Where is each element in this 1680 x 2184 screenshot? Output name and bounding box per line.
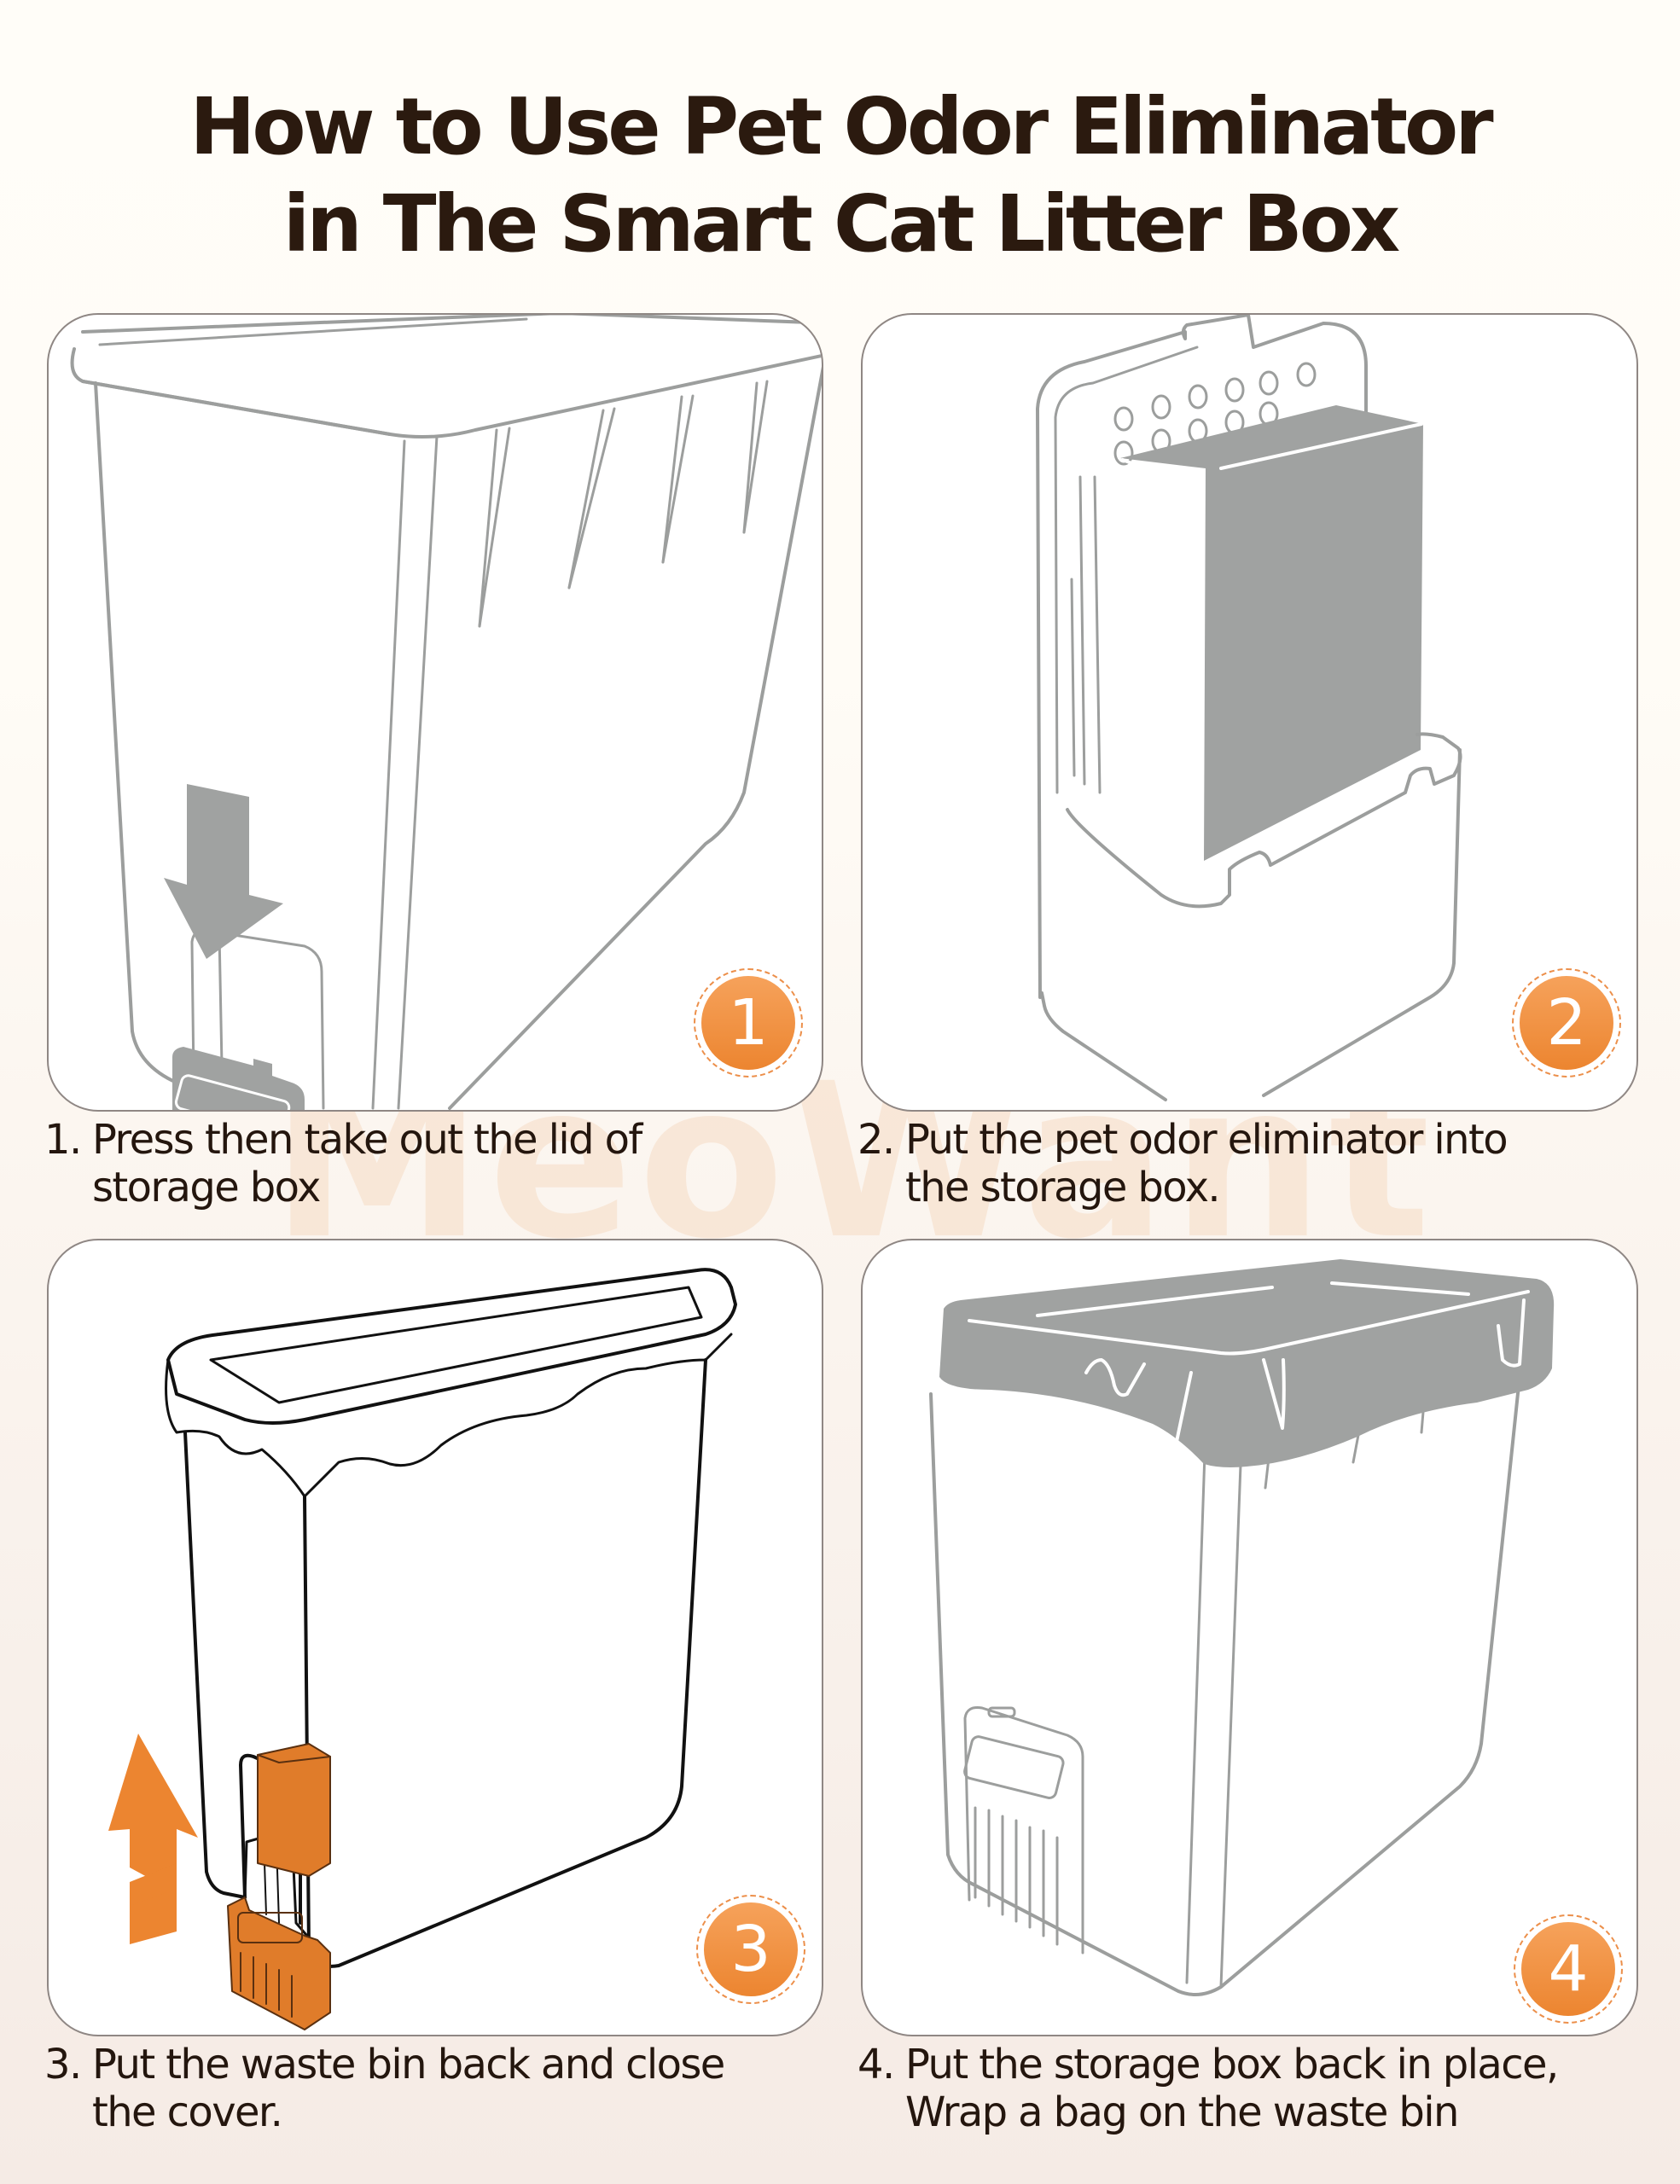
step-1-line-2: storage box	[92, 1164, 321, 1211]
step-1-caption: 1. Press then take out the lid of storag…	[44, 1116, 812, 1211]
storage-box-illustration	[1036, 315, 1462, 1101]
step-4-caption: 4. Put the storage box back in place, Wr…	[857, 2041, 1677, 2136]
step-2-badge: 2	[1512, 968, 1621, 1077]
step-2-line-2: the storage box.	[905, 1164, 1221, 1211]
step-2-number: 2.	[857, 1116, 895, 1164]
title-line-2: in The Smart Cat Litter Box	[282, 178, 1401, 270]
step-3-caption: 3. Put the waste bin back and close the …	[44, 2041, 829, 2136]
step-2-panel: 2	[861, 313, 1638, 1112]
step-3-line-1: Put the waste bin back and close	[92, 2041, 725, 2088]
page-title: How to Use Pet Odor Eliminator in The Sm…	[0, 78, 1680, 273]
litter-box-illustration	[70, 315, 822, 1110]
step-2-caption: 2. Put the pet odor eliminator into the …	[857, 1116, 1660, 1211]
step-4-panel: 4	[861, 1239, 1638, 2036]
step-3-panel: 3	[47, 1239, 823, 2036]
wrapped-bin-illustration	[929, 1259, 1555, 1996]
step-1-panel: 1	[47, 313, 823, 1112]
step-3-badge: 3	[696, 1895, 805, 2004]
step-4-line-2: Wrap a bag on the waste bin	[905, 2088, 1459, 2136]
step-1-line-1: Press then take out the lid of	[92, 1116, 642, 1164]
step-3-line-2: the cover.	[92, 2088, 283, 2136]
step-1-number: 1.	[44, 1116, 82, 1164]
step-1-badge: 1	[694, 968, 803, 1077]
step-4-badge: 4	[1514, 1914, 1623, 2024]
step-2-line-1: Put the pet odor eliminator into	[905, 1116, 1509, 1164]
title-line-1: How to Use Pet Odor Eliminator	[189, 81, 1493, 172]
step-3-number: 3.	[44, 2041, 82, 2088]
step-4-line-1: Put the storage box back in place,	[905, 2041, 1559, 2088]
waste-bin-illustration	[108, 1268, 737, 2030]
step-4-number: 4.	[857, 2041, 895, 2088]
